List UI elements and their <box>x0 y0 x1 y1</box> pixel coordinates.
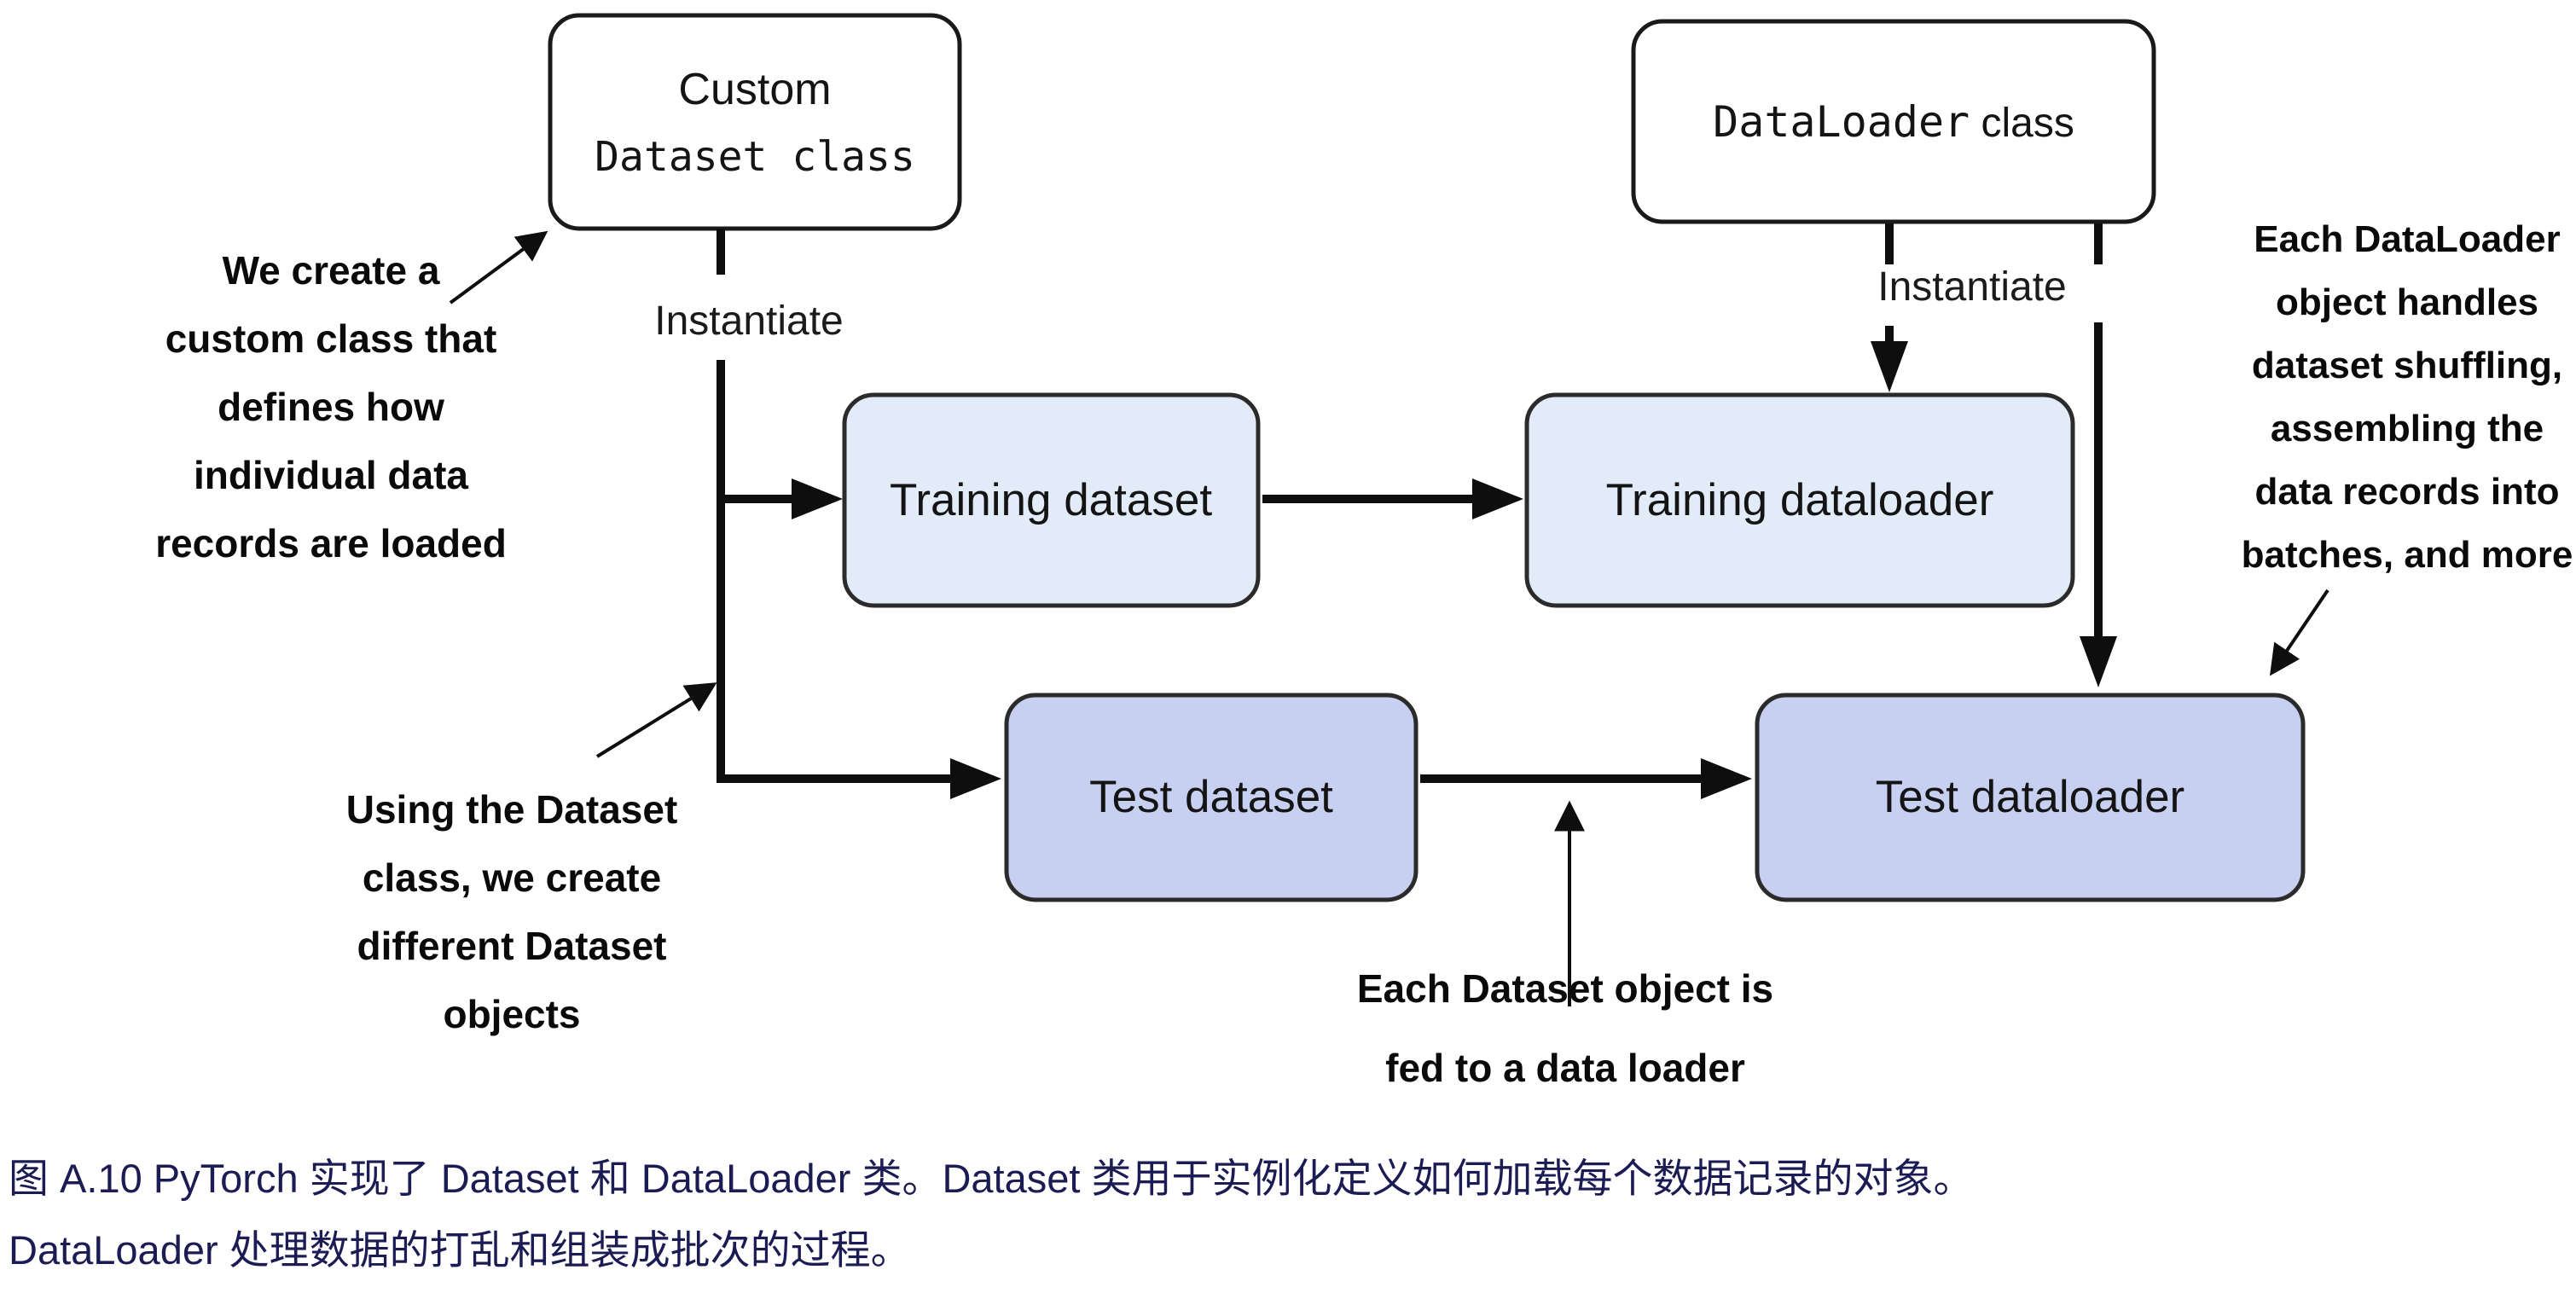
note-line: custom class that <box>165 316 497 361</box>
arrowhead-into-training-dataset <box>792 478 843 519</box>
note-line: class, we create <box>363 855 661 900</box>
note-line: dataset shuffling, <box>2252 345 2562 386</box>
dataloader-class-box: DataLoader class <box>1631 19 2156 224</box>
arrowhead-down-test-dataloader <box>2080 636 2117 687</box>
note-line: assembling the <box>2271 408 2544 449</box>
training-dataloader-box-shape <box>1524 392 2075 608</box>
figure-caption-line2: DataLoader 处理数据的打乱和组装成批次的过程。 <box>9 1226 911 1273</box>
custom-dataset-class-box: Custom Dataset class <box>548 13 962 231</box>
training-dataset-box-shape <box>842 392 1261 608</box>
arrowhead-into-training-dataloader <box>1472 478 1523 519</box>
training-dataloader-label: Training dataloader <box>1606 475 1994 525</box>
dataloader-class-label: DataLoader class <box>1713 97 2074 147</box>
instantiate-left-label: Instantiate <box>654 299 843 344</box>
dataloader-class-box-shape <box>1631 19 2156 224</box>
test-dataset-label: Test dataset <box>1089 772 1333 822</box>
arrow-note-to-trunk-line <box>595 682 717 758</box>
note-line: objects <box>443 992 580 1036</box>
note-line: object handles <box>2276 281 2538 323</box>
training-dataset-box: Training dataset <box>842 392 1261 608</box>
note-using-dataset-class: Using the Dataset class, we create diffe… <box>346 787 678 1036</box>
test-dataset-box: Test dataset <box>1004 693 1419 902</box>
note-line: We create a <box>223 248 440 293</box>
connector-custom-dataset-to-datasets <box>717 229 957 783</box>
custom-dataset-class-box-shape <box>548 13 962 231</box>
note-dataset-fed-to-loader: Each Dataset object is fed to a data loa… <box>1357 966 1773 1090</box>
test-dataloader-label: Test dataloader <box>1876 772 2184 822</box>
note-line: defines how <box>218 385 444 429</box>
note-line: Using the Dataset <box>346 787 678 832</box>
arrowhead-into-test-dataset <box>950 758 1001 799</box>
note-line: data records into <box>2255 471 2560 513</box>
note-line: individual data <box>194 453 468 497</box>
arrowhead-into-test-dataloader-left <box>1701 758 1752 799</box>
note-line: fed to a data loader <box>1385 1046 1745 1090</box>
figure-caption-line1: 图 A.10 PyTorch 实现了 Dataset 和 DataLoader … <box>9 1156 1974 1201</box>
custom-dataset-class-label-line1: Custom <box>678 65 831 114</box>
test-dataloader-box: Test dataloader <box>1755 693 2306 902</box>
note-line: Each DataLoader <box>2254 218 2560 260</box>
note-line: Each Dataset object is <box>1357 966 1773 1011</box>
note-line: different Dataset <box>357 924 667 968</box>
flow-diagram: Custom Dataset class DataLoader class Tr… <box>155 13 2573 1090</box>
test-dataloader-box-shape <box>1755 693 2306 902</box>
figure-caption: 图 A.10 PyTorch 实现了 Dataset 和 DataLoader … <box>9 1143 2559 1285</box>
arrow-note-to-test-dataloader <box>2269 589 2329 676</box>
note-line: batches, and more <box>2242 534 2573 576</box>
arrow-note-to-custom-class-box <box>449 230 548 304</box>
arrowhead-down-training-dataloader <box>1871 341 1908 392</box>
note-create-custom-class: We create a custom class that defines ho… <box>155 248 507 565</box>
note-dataloader-handles: Each DataLoader object handles dataset s… <box>2242 218 2573 576</box>
annotation-arrows <box>449 230 2329 1006</box>
training-dataset-label: Training dataset <box>890 475 1212 525</box>
note-line: records are loaded <box>155 521 507 565</box>
test-dataset-box-shape <box>1004 693 1419 902</box>
custom-dataset-class-label-line2: Dataset class <box>595 133 915 181</box>
instantiate-right-label: Instantiate <box>1877 264 2066 310</box>
training-dataloader-box: Training dataloader <box>1524 392 2075 608</box>
